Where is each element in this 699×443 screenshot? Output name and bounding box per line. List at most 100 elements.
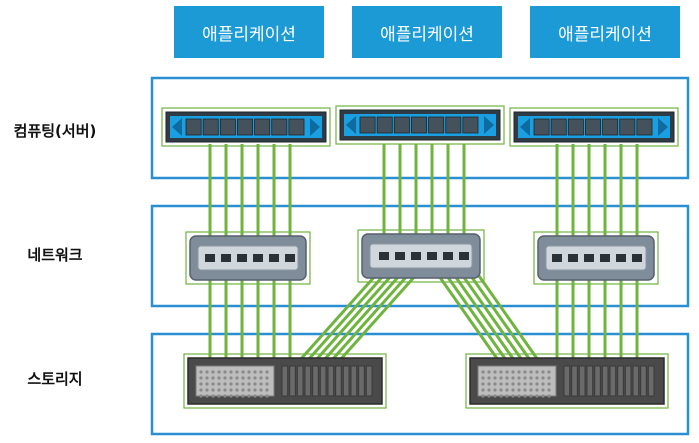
storage-tier-box (150, 332, 690, 436)
grille-hole (535, 370, 539, 374)
grille-hole (511, 394, 515, 398)
grille-hole (205, 382, 209, 386)
grille-hole (517, 382, 521, 386)
storage-drive-slot (296, 365, 304, 397)
storage-frame (465, 353, 669, 409)
switch-port (616, 254, 626, 262)
grille-hole (199, 388, 203, 392)
server-drive (219, 118, 236, 136)
storage-frame (183, 353, 387, 409)
grille-hole (241, 382, 245, 386)
grille-hole (235, 370, 239, 374)
server-handle (658, 118, 668, 136)
switch-port (632, 254, 642, 262)
switch-storage-link (322, 265, 410, 361)
server-handle (346, 116, 356, 134)
grille-hole (499, 388, 503, 392)
grille-hole (493, 394, 497, 398)
grille-hole (481, 388, 485, 392)
application-box-3: 애플리케이션 (530, 6, 680, 58)
storage-drive-slot (594, 365, 601, 397)
grille-hole (247, 370, 251, 374)
switch-panel (545, 245, 647, 271)
grille-hole (517, 388, 521, 392)
grille-hole (259, 370, 263, 374)
grille-hole (259, 376, 263, 380)
grille-hole (265, 394, 269, 398)
grille-hole (547, 376, 551, 380)
server-drive (533, 118, 550, 136)
server-handle (310, 118, 320, 136)
grille-hole (547, 370, 551, 374)
grille-hole (547, 382, 551, 386)
grille-hole (211, 382, 215, 386)
grille-hole (481, 370, 485, 374)
grille-hole (247, 376, 251, 380)
grille-hole (523, 370, 527, 374)
grille-hole (535, 376, 539, 380)
grille-hole (241, 388, 245, 392)
grille-hole (511, 370, 515, 374)
grille-hole (247, 394, 251, 398)
storage-drive-slot (365, 365, 373, 397)
server-drive (462, 116, 479, 134)
switch-port (205, 254, 215, 262)
server-frame (509, 107, 679, 147)
grille-hole (235, 376, 239, 380)
server-drive (237, 118, 253, 136)
grille-hole (217, 370, 221, 374)
grille-hole (499, 376, 503, 380)
grille-hole (223, 370, 227, 374)
server-drive (550, 118, 567, 136)
tier-label-compute: 컴퓨팅(서버) (13, 122, 97, 140)
server-frame (161, 107, 331, 147)
grille-hole (487, 394, 491, 398)
storage-drive-slot (335, 365, 342, 397)
server-drive (619, 118, 636, 136)
switch-port (285, 254, 295, 262)
grille-hole (241, 370, 245, 374)
grille-hole (265, 382, 269, 386)
network-switch (357, 229, 485, 283)
switch-frame (357, 229, 485, 283)
server-handle (484, 116, 494, 134)
server-drive (602, 118, 619, 136)
grille-hole (493, 370, 497, 374)
grille-hole (229, 388, 233, 392)
grille-hole (517, 394, 521, 398)
grille-hole (517, 376, 521, 380)
server (335, 105, 505, 145)
grille-hole (493, 388, 497, 392)
grille-hole (529, 394, 533, 398)
switch-port (459, 252, 469, 260)
switch-port (395, 252, 405, 260)
server-drive (585, 118, 601, 136)
application-label: 애플리케이션 (380, 24, 474, 45)
grille-hole (487, 370, 491, 374)
grille-hole (253, 394, 257, 398)
compute-tier-box (150, 76, 690, 180)
grille-hole (199, 376, 203, 380)
switch-port (221, 254, 231, 262)
grille-hole (253, 376, 257, 380)
grille-hole (223, 388, 227, 392)
grille-hole (523, 376, 527, 380)
grille-hole (505, 376, 509, 380)
server-frame (335, 105, 505, 145)
grille-hole (511, 388, 515, 392)
grille-hole (259, 388, 263, 392)
grille-hole (211, 394, 215, 398)
storage-arrays (183, 353, 669, 409)
server-handle (520, 118, 530, 136)
grille-hole (535, 394, 539, 398)
tier-label-storage: 스토리지 (27, 370, 83, 388)
grille-hole (217, 388, 221, 392)
grille-hole (235, 388, 239, 392)
storage-array (183, 353, 387, 409)
server-drive (271, 118, 288, 136)
storage-drive-slot (578, 365, 586, 397)
storage-grille (477, 365, 557, 397)
application-box-2: 애플리케이션 (352, 6, 502, 58)
storage-drive-slot (358, 365, 365, 397)
